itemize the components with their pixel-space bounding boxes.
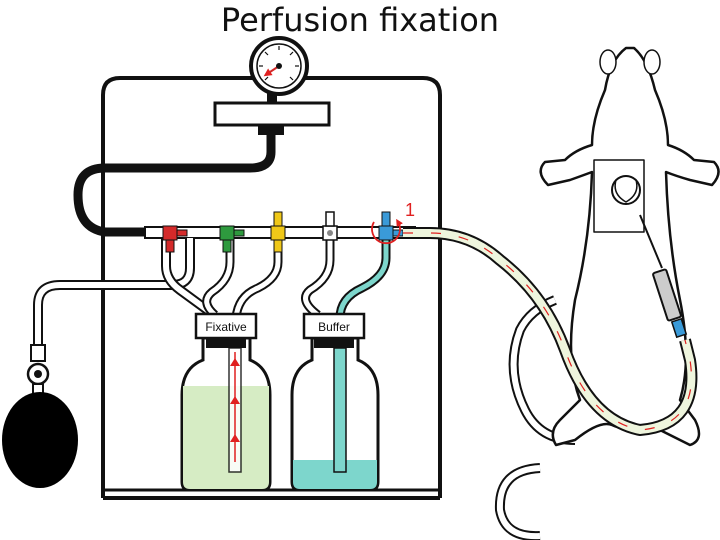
pressure-gauge-icon <box>213 36 331 135</box>
valve-white-icon <box>322 211 338 241</box>
fixative-bottle <box>180 312 272 492</box>
pressure-hose <box>73 130 276 237</box>
valve-green-icon <box>219 225 245 253</box>
step-number: 1 <box>405 200 415 220</box>
hand-pump-bulb-icon <box>2 344 78 488</box>
mouse-icon <box>494 46 720 540</box>
valve-yellow-icon <box>270 211 286 253</box>
buffer-label: Buffer <box>318 320 350 334</box>
valve-red-icon <box>162 225 188 253</box>
fixative-label: Fixative <box>205 320 247 334</box>
valve-blue-icon <box>371 211 404 245</box>
needle-icon <box>639 214 688 339</box>
diagram-title: Perfusion fixation <box>220 1 500 39</box>
buffer-bottle <box>290 312 380 492</box>
